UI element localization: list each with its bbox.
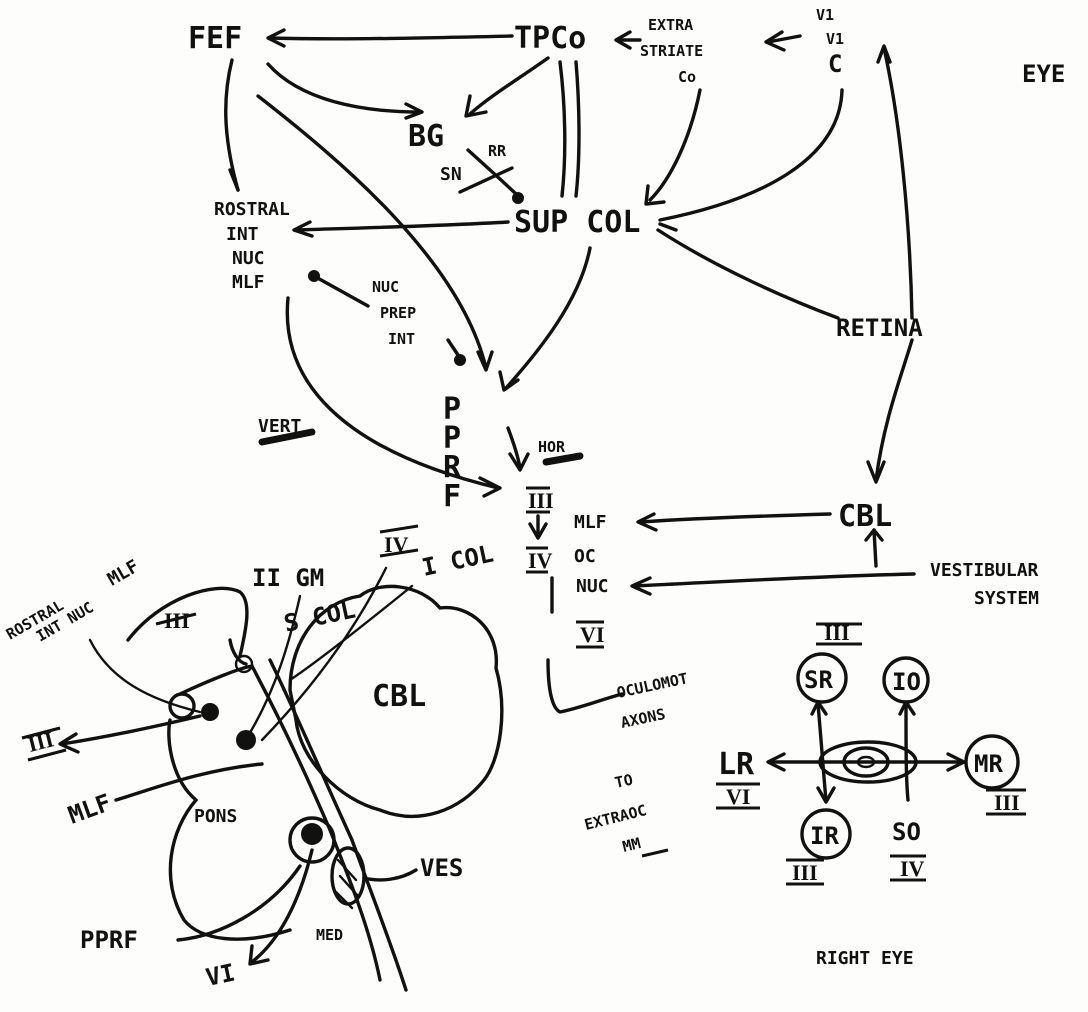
oc-nuc-label-2: NUC [576, 576, 609, 597]
nucleus-vi-label: VI [580, 622, 604, 647]
ir-label: IR [810, 822, 839, 850]
pprf-vertical-label: PPRF [435, 392, 470, 508]
bs-riml-label-3: MLF [104, 556, 143, 590]
extrastriate-label-1: EXTRA [648, 16, 693, 34]
bs-iii-nucleus-outline [168, 692, 196, 720]
oc-nuc-label-1: OC [574, 546, 596, 567]
bs-cbl-label: CBL [372, 679, 426, 714]
io-so-axis [904, 702, 910, 802]
bs-pons-outline [168, 798, 292, 941]
output-label-5: MM [621, 834, 643, 856]
rr-label: RR [488, 142, 507, 160]
bs-vi-label: VI [203, 958, 237, 991]
bg-label: BG [408, 119, 444, 154]
hor-label: HOR [538, 438, 566, 456]
riml-label-3: NUC [232, 248, 265, 269]
v1-label-1: V1 [816, 6, 834, 24]
bs-pons-label: PONS [194, 806, 237, 827]
nph-label-2: PREP [380, 304, 416, 322]
pathway-connections [224, 28, 916, 714]
mr-label: MR [974, 750, 1003, 778]
bs-pprf-region [288, 816, 336, 864]
vert-underline [258, 428, 316, 446]
sr-nerve-label: III [824, 620, 850, 645]
fef-label: FEF [188, 21, 242, 56]
cbl-label: CBL [838, 499, 892, 534]
bs-tectum-arc [126, 586, 249, 658]
mlf-label: MLF [574, 512, 607, 533]
so-label: SO [892, 818, 921, 846]
retina-label: RETINA [836, 314, 923, 342]
output-label-3: TO [613, 771, 634, 792]
output-label-2: AXONS [619, 705, 667, 732]
mr-nerve-label: III [994, 790, 1020, 815]
vestibular-label-1: VESTIBULAR [930, 560, 1039, 581]
bs-trochlear-nucleus [236, 730, 256, 750]
ir-circle [800, 808, 852, 860]
v1-label-2: V1 [826, 30, 844, 48]
lr-label: LR [718, 747, 755, 782]
sr-circle [796, 652, 848, 704]
brainstem-sketch: ROSTRAL INT NUC MLF II GM S COL IV I COL… [3, 524, 504, 992]
extrastriate-label-2: STRIATE [640, 42, 703, 60]
sup-col-label: SUP COL [514, 205, 640, 240]
right-eye-caption: RIGHT EYE [816, 948, 914, 969]
mr-circle [964, 734, 1020, 790]
sn-label: SN [440, 164, 462, 185]
nph-label-3: INT [388, 330, 415, 348]
tpco-label: TPCo [514, 21, 586, 56]
eye-corner-label: EYE [1022, 60, 1065, 88]
bs-cerebellum [288, 584, 504, 818]
right-eye-diagram: III SR IO LR VI MR III IR III SO [716, 620, 1026, 969]
sr-label: SR [804, 666, 833, 694]
io-label: IO [892, 668, 921, 696]
riml-label-4: MLF [232, 272, 265, 293]
bs-mlf-label: MLF [64, 788, 114, 829]
riml-label-1: ROSTRAL [214, 199, 290, 220]
hor-underline [542, 452, 584, 466]
bs-abducens-nucleus [301, 823, 323, 845]
bs-pprf-label: PPRF [80, 926, 138, 954]
nucleus-iv-label: IV [528, 548, 553, 573]
bs-oculomotor-nucleus [201, 703, 219, 721]
output-label-1: OCULOMOT [615, 669, 689, 702]
ir-nerve-label: III [792, 860, 818, 885]
v1-label-3: C [828, 50, 842, 78]
bs-med-label: MED [316, 926, 343, 944]
bs-ves-label: VES [420, 854, 463, 882]
pathway-diagram: FEF TPCo EXTRA STRIATE Co V1 V1 C EYE BG… [188, 6, 1065, 858]
output-label-4: EXTRAOC [583, 801, 649, 834]
riml-label-2: INT [226, 224, 259, 245]
lr-nerve-label: VI [726, 784, 750, 809]
bs-icol-label: I COL [419, 539, 495, 581]
extrastriate-label-3: Co [678, 68, 696, 86]
vert-label: VERT [258, 416, 302, 437]
nph-label-1: NUC [372, 278, 399, 296]
so-nerve-label: IV [900, 856, 925, 881]
nucleus-iii-label: III [528, 488, 554, 513]
vestibular-label-2: SYSTEM [974, 588, 1039, 609]
bs-iigm-label: II GM [252, 564, 324, 592]
